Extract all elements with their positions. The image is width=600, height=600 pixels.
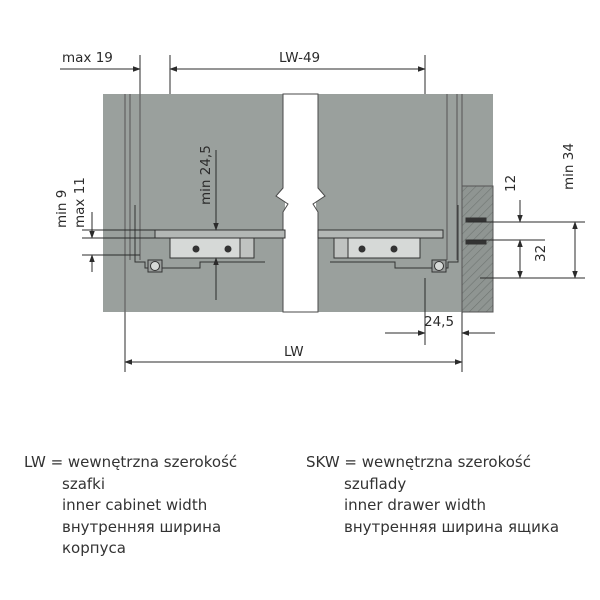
legend-lw-line: внутренняя ширина [62, 517, 222, 536]
legend-skw-line: szuflady [344, 474, 407, 493]
dim-lw49: LW-49 [279, 50, 320, 66]
legend-skw-term: SKW = wewnętrzna szerokość [306, 453, 531, 471]
dim-24-5: 24,5 [424, 314, 454, 330]
left-slide [134, 205, 286, 273]
right-slide [317, 205, 487, 273]
legend-lw-term: LW = wewnętrzna szerokość [24, 453, 238, 471]
dim-32: 32 [533, 245, 549, 262]
dim-min9: min 9 [54, 190, 70, 228]
legend-lw-line: szafki [62, 474, 106, 493]
dim-lw: LW [284, 344, 304, 360]
dim-min34: min 34 [561, 143, 577, 190]
legend-skw-line: внутренняя ширина ящика [344, 517, 560, 536]
dimension-labels: max 19 LW-49 min 24,5 min 9 max 11 12 32… [54, 50, 577, 360]
cabinet-panels [103, 93, 494, 313]
legend-lw: LW = wewnętrzna szerokość szafki inner c… [24, 452, 237, 560]
dim-12: 12 [503, 175, 519, 192]
dim-min-top: min 24,5 [198, 145, 214, 205]
legend-skw: SKW = wewnętrzna szerokość szuflady inne… [306, 452, 559, 538]
front-hatch [461, 185, 494, 313]
dim-max11: max 11 [72, 177, 88, 228]
legend-skw-line: inner drawer width [344, 496, 487, 514]
dimension-lines [60, 55, 585, 372]
break-symbol [275, 93, 326, 313]
legend-lw-line: inner cabinet width [62, 496, 208, 514]
legend-lw-line: корпуса [62, 539, 126, 557]
left-panel [103, 94, 285, 312]
dim-max19: max 19 [62, 50, 113, 66]
